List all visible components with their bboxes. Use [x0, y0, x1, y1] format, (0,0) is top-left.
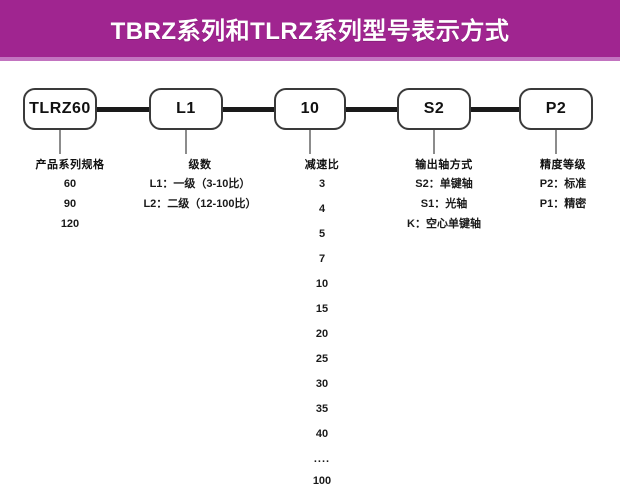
legend-item: 4: [318, 203, 326, 215]
code-box-label: P2: [545, 100, 567, 117]
legend-item: 25: [315, 353, 329, 365]
model-code-diagram: TLRZ60 L1 10 S2 P2 产品系列规格 60 90 120 级数 L…: [0, 61, 620, 487]
legend-item: 20: [315, 328, 329, 340]
legend-item: 120: [60, 218, 80, 230]
legend-item: 10: [315, 278, 329, 290]
legend-item-ellipsis: ....: [313, 453, 331, 465]
connector-line-3: [346, 107, 397, 112]
legend-item: 40: [315, 428, 329, 440]
legend-item: L2：二级（12-100比）: [143, 198, 257, 210]
legend-item: 60: [63, 178, 77, 190]
stem-ratio: [309, 130, 311, 154]
code-box-label: TLRZ60: [29, 100, 91, 117]
legend-item: L1：一级（3-10比）: [149, 178, 251, 190]
legend-item: S2：单键轴: [415, 178, 473, 190]
stem-accuracy: [555, 130, 557, 154]
stem-shaft: [433, 130, 435, 154]
code-box-shaft[interactable]: S2: [397, 88, 471, 130]
title-banner-underline: [0, 57, 620, 61]
legend-item: 30: [315, 378, 329, 390]
legend-column-shaft: 输出轴方式 S2：单键轴 S1：光轴 K：空心单键轴: [374, 156, 514, 239]
connector-line-4: [471, 107, 519, 112]
code-box-label: 10: [300, 100, 320, 117]
code-box-label: L1: [176, 100, 196, 117]
legend-item: 5: [318, 228, 326, 240]
legend-column-accuracy: 精度等级 P2：标准 P1：精密: [506, 156, 620, 219]
legend-item: 7: [318, 253, 326, 265]
legend-column-ratio: 减速比 3 4 5 7 10 15 20 25 30 35 40 .... 10…: [272, 156, 372, 501]
legend-column-header: 产品系列规格: [35, 159, 105, 171]
legend-item: 100: [312, 475, 332, 487]
legend-item: P1：精密: [539, 198, 587, 210]
legend-column-stage: 级数 L1：一级（3-10比） L2：二级（12-100比）: [120, 156, 280, 219]
legend-item: 35: [315, 403, 329, 415]
legend-item: 15: [315, 303, 329, 315]
legend-item: 90: [63, 198, 77, 210]
legend-column-header: 输出轴方式: [415, 159, 473, 171]
legend-item: S1：光轴: [420, 198, 468, 210]
legend-column-header: 精度等级: [540, 159, 586, 171]
stem-series: [59, 130, 61, 154]
code-box-stage[interactable]: L1: [149, 88, 223, 130]
legend-column-header: 减速比: [304, 159, 340, 171]
code-box-ratio[interactable]: 10: [274, 88, 346, 130]
legend-column-header: 级数: [188, 159, 212, 171]
code-box-label: S2: [423, 100, 445, 117]
title-banner: TBRZ系列和TLRZ系列型号表示方式: [0, 0, 620, 57]
legend-item: 3: [318, 178, 326, 190]
legend-column-series: 产品系列规格 60 90 120: [0, 156, 140, 239]
legend-item: K：空心单键轴: [407, 218, 481, 230]
connector-line-2: [223, 107, 274, 112]
page-title: TBRZ系列和TLRZ系列型号表示方式: [110, 18, 510, 45]
stem-stage: [185, 130, 187, 154]
code-box-accuracy[interactable]: P2: [519, 88, 593, 130]
connector-line-1: [97, 107, 149, 112]
code-box-series[interactable]: TLRZ60: [23, 88, 97, 130]
legend-item: P2：标准: [539, 178, 587, 190]
